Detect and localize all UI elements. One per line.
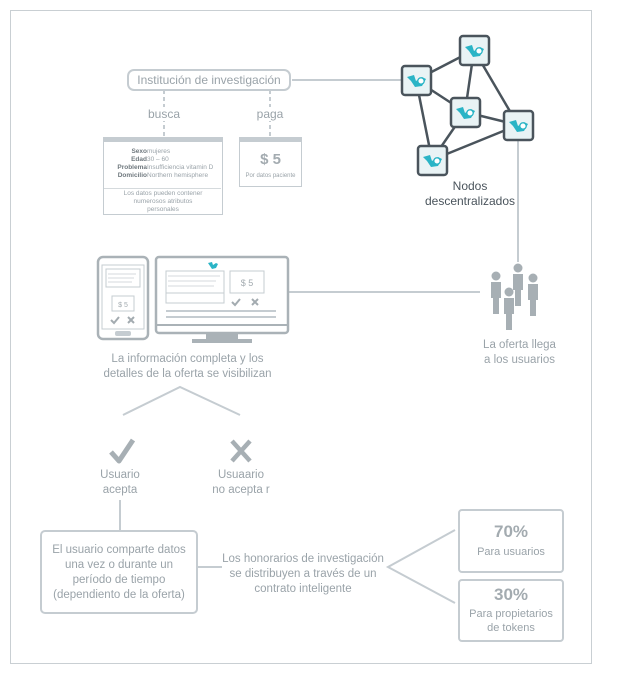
monitor-amount: $ 5 — [241, 278, 254, 288]
node — [416, 144, 449, 177]
info-caption: La información completa y los detalles d… — [103, 353, 272, 380]
decline-label: Usuaario no acepta r — [212, 469, 270, 496]
monitor-icon — [154, 255, 290, 343]
search-label: busca — [140, 107, 188, 121]
node — [449, 96, 482, 129]
pay-caption: Por datos paciente — [245, 173, 296, 179]
split-owners-box — [458, 579, 564, 642]
cross-icon — [230, 439, 252, 463]
checkmark-icon — [109, 438, 136, 464]
split-users-box — [458, 509, 564, 573]
devices-illustration: $ 5 $ 5 — [96, 255, 290, 343]
fees-text: Los honorarios de investigación se distr… — [222, 553, 384, 595]
users-group-icon — [491, 263, 538, 330]
node — [502, 109, 535, 142]
search-card-note: Los datos pueden contener numerosos atri… — [123, 190, 203, 213]
institution-label: Institución de investigación — [137, 73, 281, 87]
institution-box — [127, 69, 291, 91]
pay-amount: $ 5 — [260, 151, 281, 168]
field-row: ProblemaInsufficiencia vitamin D — [117, 164, 214, 171]
phone-amount: $ 5 — [118, 302, 128, 309]
field-row: Edad30 – 60 — [131, 156, 169, 163]
split-owners-percent: 30% — [493, 585, 529, 604]
share-box — [40, 530, 198, 614]
field-row: Sexomujeres — [131, 148, 171, 155]
split-owners-label: Para propietarios de tokens — [469, 608, 553, 634]
node — [458, 34, 491, 67]
nodes-label: Nodos descentralizados — [424, 179, 516, 208]
share-text: El usuario comparte datos una vez o dura… — [52, 544, 186, 601]
users-label: La oferta llega a los usuarios — [483, 339, 556, 366]
phone-icon — [96, 255, 150, 341]
search-card — [103, 137, 223, 215]
accept-label: Usuario acepta — [100, 469, 140, 496]
node — [400, 64, 433, 97]
search-card-fields: Sexomujeres Edad30 – 60 ProblemaInsuffic… — [104, 148, 224, 180]
split-users-percent: 70% — [493, 522, 529, 541]
line-branch — [122, 385, 241, 416]
field-row: DomicilioNorthern hemisphere — [117, 172, 209, 179]
line-fees-to-splits — [385, 529, 456, 604]
split-users-label: Para usuarios — [477, 546, 545, 558]
pay-card — [239, 137, 302, 187]
pay-label: paga — [250, 107, 290, 121]
